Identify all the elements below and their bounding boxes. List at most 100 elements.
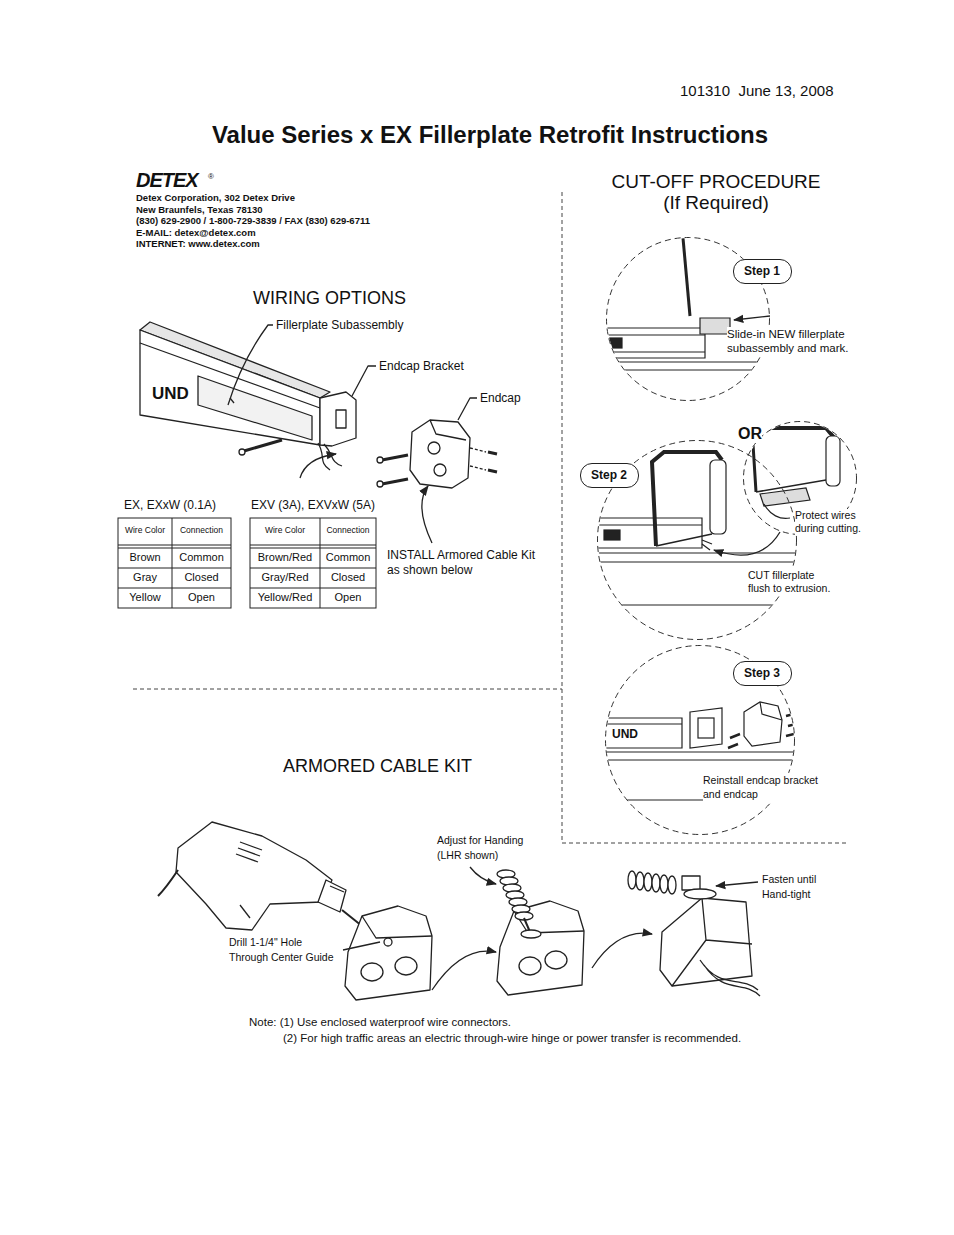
exit-device-illustration xyxy=(382,455,408,460)
address-line: INTERNET: www.detex.com xyxy=(136,238,260,249)
exit-device-illustration xyxy=(470,448,486,470)
step-number: Step 2 xyxy=(591,464,627,487)
exit-device-illustration xyxy=(377,481,383,487)
step2-illustration xyxy=(702,540,712,550)
instruction-note: INSTALL Armored Cable Kit as shown below xyxy=(387,548,545,578)
step-label: Drill 1-1/4" Hole Through Center Guide xyxy=(229,935,339,965)
table-caption: EX, EXxW (0.1A) xyxy=(124,498,216,512)
armored-cable-illustration xyxy=(716,882,758,886)
armored-cable-illustration xyxy=(636,872,644,890)
table-cell: Closed xyxy=(174,571,229,584)
address-line: Detex Corporation, 302 Detex Drive xyxy=(136,192,295,203)
page-title: Value Series x EX Fillerplate Retrofit I… xyxy=(90,121,890,150)
exit-device-illustration xyxy=(244,440,282,451)
step-caption: Slide-in NEW fillerplate subassembly and… xyxy=(727,327,857,355)
armored-cable-illustration xyxy=(176,822,332,930)
step-badge: Step 1 xyxy=(733,259,792,284)
table-cell: Brown xyxy=(120,551,170,564)
exit-device-illustration xyxy=(320,392,356,446)
armored-cable-illustration xyxy=(236,842,262,862)
exit-device-illustration xyxy=(488,452,497,472)
step1-illustration xyxy=(683,238,690,316)
armored-cable-illustration xyxy=(318,880,346,912)
wire-table xyxy=(250,518,376,608)
table-cell: Gray/Red xyxy=(252,571,318,584)
step3-illustration xyxy=(698,718,714,738)
step3-illustration xyxy=(604,723,682,724)
table-cell: Gray xyxy=(120,571,170,584)
step-caption: Reinstall endcap bracket and endcap xyxy=(703,773,827,801)
armored-cable-illustration xyxy=(519,957,541,975)
product-marking: UND xyxy=(612,727,638,741)
step2-illustration xyxy=(596,518,702,548)
armored-cable-illustration xyxy=(660,898,752,986)
section-heading: ARMORED CABLE KIT xyxy=(283,756,472,778)
table-cell: Common xyxy=(174,551,229,564)
product-marking: UND xyxy=(152,384,189,404)
part-label: Endcap Bracket xyxy=(379,359,464,373)
part-label: Endcap xyxy=(480,391,521,405)
step-number: Step 1 xyxy=(744,260,780,283)
section-heading: WIRING OPTIONS xyxy=(253,288,406,310)
exit-device-illustration xyxy=(239,449,245,455)
exit-device-illustration xyxy=(300,454,336,478)
table-cell: Brown/Red xyxy=(252,551,318,564)
exit-device-illustration xyxy=(228,325,273,405)
part-label: Fillerplate Subassembly xyxy=(276,318,403,332)
step-badge: Step 3 xyxy=(733,661,792,686)
armored-cable-illustration xyxy=(384,938,392,946)
step3-illustration xyxy=(760,702,782,720)
table-cell: Common xyxy=(322,551,374,564)
step3-illustration xyxy=(604,718,682,748)
armored-cable-illustration xyxy=(330,886,344,892)
exit-device-illustration xyxy=(198,376,312,440)
armored-cable-illustration xyxy=(395,957,417,975)
circle-outline xyxy=(607,238,770,401)
armored-cable-illustration xyxy=(644,873,652,891)
armored-cable-illustration xyxy=(343,942,380,950)
exit-device-illustration xyxy=(140,330,320,445)
table-cell: Yellow/Red xyxy=(252,591,318,604)
section-divider xyxy=(133,192,848,843)
armored-cable-illustration xyxy=(592,933,652,968)
step-badge: Step 2 xyxy=(580,463,639,488)
step-caption: CUT fillerplate flush to extrusion. xyxy=(748,569,836,595)
table-cell: Yellow xyxy=(120,591,170,604)
armored-cable-illustration xyxy=(700,960,760,996)
step2-illustration xyxy=(596,524,702,525)
armored-cable-illustration xyxy=(497,901,584,995)
armored-cable-illustration xyxy=(514,911,584,933)
circle-outline xyxy=(606,646,795,835)
table-cell: Open xyxy=(174,591,229,604)
or-label: OR xyxy=(738,424,762,443)
table-cell: Open xyxy=(322,591,374,604)
armored-cable-illustration xyxy=(521,930,541,938)
step3-illustration xyxy=(604,759,800,760)
armored-cable-illustration xyxy=(682,876,700,890)
armored-cable-illustration xyxy=(660,875,668,893)
circle-outline xyxy=(598,441,797,640)
wire-table xyxy=(118,518,231,608)
exit-device-illustration xyxy=(336,410,346,428)
wire-table xyxy=(118,518,376,608)
saw-detail-illustration xyxy=(752,428,836,440)
step2-illustration xyxy=(596,561,800,562)
wire-table xyxy=(250,518,376,608)
armored-cable-illustration xyxy=(240,905,250,918)
armored-cable-illustration xyxy=(668,876,676,894)
document-number-date: 101310 June 13, 2008 xyxy=(680,82,833,100)
pointer-arrow xyxy=(714,532,780,555)
step-number: Step 3 xyxy=(744,662,780,685)
armored-cable-illustration xyxy=(361,963,383,981)
saw-detail-illustration xyxy=(764,504,790,518)
armored-cable-illustration xyxy=(470,867,496,884)
exit-device-illustration xyxy=(430,420,466,440)
exit-device-illustration xyxy=(434,464,446,476)
step1-illustration xyxy=(598,335,705,352)
step1-illustration xyxy=(606,338,622,348)
table-header: Wire Color xyxy=(252,525,318,535)
wire-table xyxy=(118,518,231,608)
armored-cable-illustration xyxy=(362,916,432,938)
step-label: Fasten until Hand-tight xyxy=(762,872,832,902)
